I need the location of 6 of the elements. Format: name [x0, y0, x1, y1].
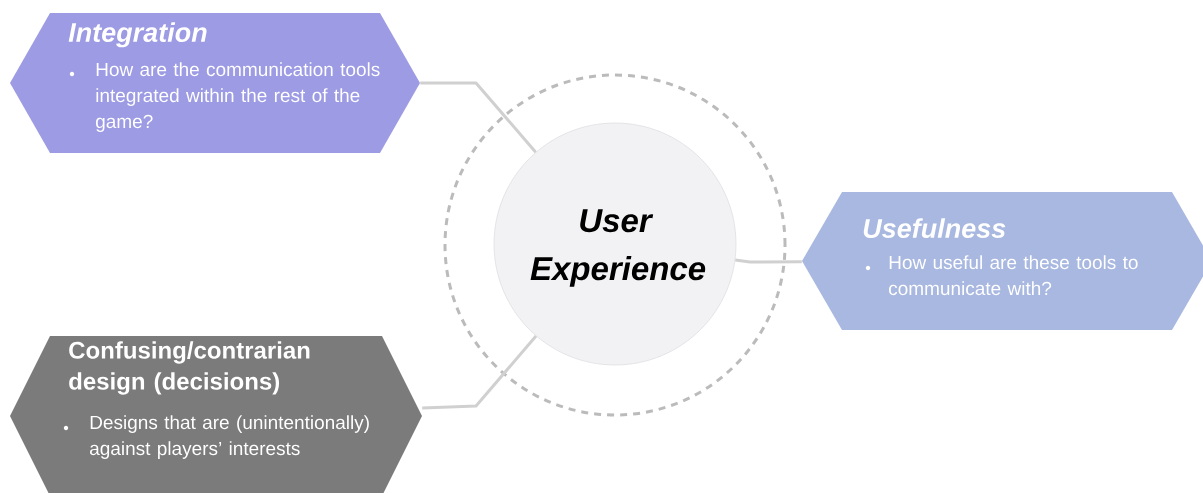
- connector-line: [735, 258, 802, 264]
- connector-line: [420, 81, 537, 154]
- hexagon-box: Confusing/contrarian design (decisions) Designs that are (unintentionally) against players’ interests: [10, 336, 422, 493]
- connector-line: [422, 335, 538, 410]
- hexagon-box: Usefulness How useful are these tools to communicate with?: [802, 192, 1203, 330]
- hexagon-box: Integration How are the communication tools integrated within the rest of the game?: [10, 13, 420, 153]
